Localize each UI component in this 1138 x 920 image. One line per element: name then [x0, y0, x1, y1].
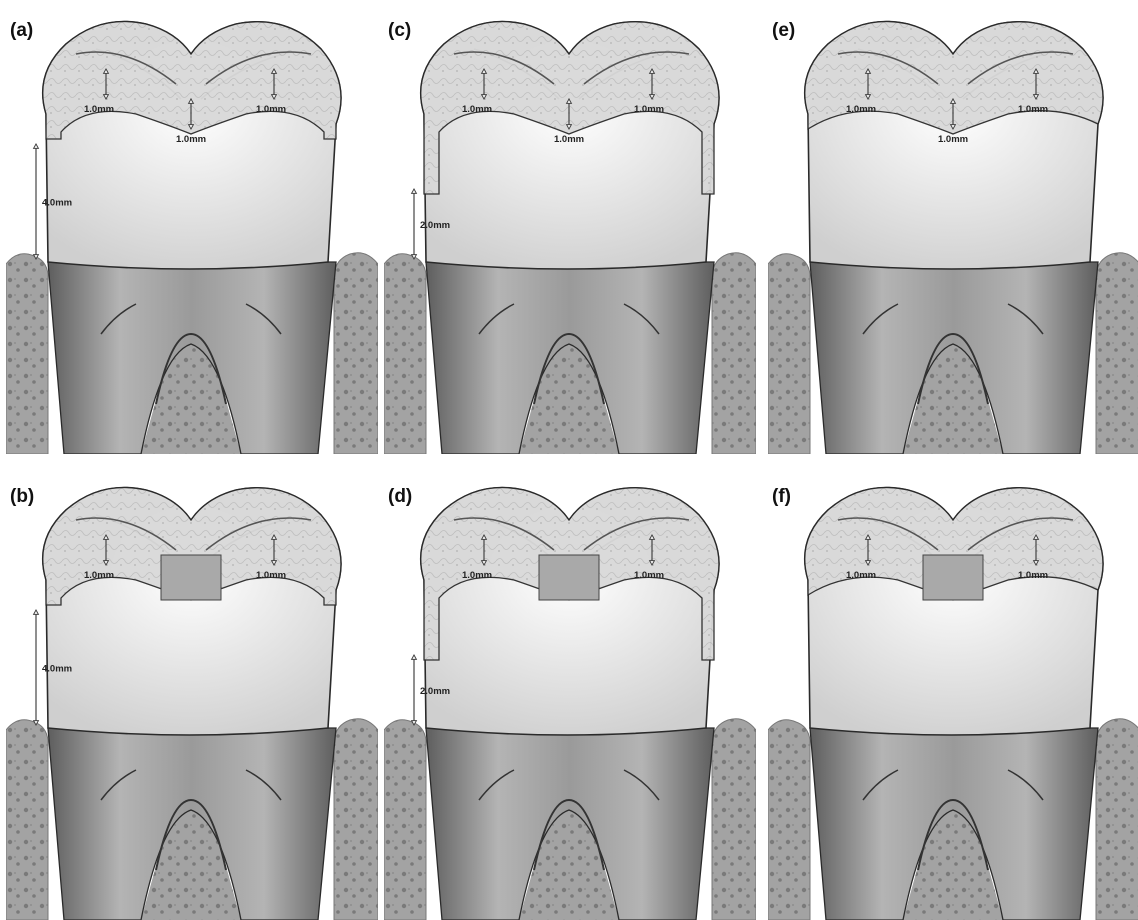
thickness-label-left: 1.0mm: [462, 104, 492, 115]
panel-d: (d) 1.0mm 1.0mm 2.0mm: [384, 470, 756, 920]
height-label: 4.0mm: [42, 198, 72, 209]
panel-e: (e) 1.0mm 1.0mm 1.0mm: [768, 4, 1138, 454]
height-arrow: [34, 610, 39, 725]
panel-label: (a): [10, 20, 33, 42]
gum-right: [1096, 719, 1138, 920]
gum-left: [768, 720, 810, 920]
gum-left: [768, 254, 810, 454]
panel-b: (b) 1.0mm 1.0mm 4.0mm: [6, 470, 378, 920]
gum-right: [712, 253, 756, 454]
thickness-label-center: 1.0mm: [554, 134, 584, 145]
height-arrow: [34, 144, 39, 259]
gum-right: [334, 719, 378, 920]
thickness-label-center: 1.0mm: [176, 134, 206, 145]
gum-left: [6, 720, 48, 920]
thickness-label-left: 1.0mm: [84, 104, 114, 115]
inlay-block: [923, 555, 983, 600]
thickness-label-right: 1.0mm: [256, 570, 286, 581]
thickness-label-left: 1.0mm: [846, 570, 876, 581]
panel-f: (f) 1.0mm 1.0mm: [768, 470, 1138, 920]
inlay-block: [539, 555, 599, 600]
panel-label: (e): [772, 20, 795, 42]
thickness-label-right: 1.0mm: [634, 570, 664, 581]
gum-right: [712, 719, 756, 920]
thickness-label-right: 1.0mm: [256, 104, 286, 115]
gum-right: [334, 253, 378, 454]
tooth-illustration: 1.0mm 1.0mm 1.0mm 4.0mm: [6, 4, 378, 454]
thickness-label-center: 1.0mm: [938, 134, 968, 145]
tooth-illustration: 1.0mm 1.0mm: [768, 470, 1138, 920]
gum-left: [384, 254, 426, 454]
height-label: 2.0mm: [420, 220, 450, 231]
thickness-label-left: 1.0mm: [84, 570, 114, 581]
panel-label: (b): [10, 486, 34, 508]
gum-left: [6, 254, 48, 454]
height-arrow: [412, 189, 417, 259]
panel-c: (c) 1.0mm 1.0mm 1.0mm 2.0mm: [384, 4, 756, 454]
tooth-illustration: 1.0mm 1.0mm 2.0mm: [384, 470, 756, 920]
panel-label: (d): [388, 486, 412, 508]
height-arrow: [412, 655, 417, 725]
thickness-label-left: 1.0mm: [462, 570, 492, 581]
thickness-label-right: 1.0mm: [1018, 570, 1048, 581]
thickness-label-right: 1.0mm: [1018, 104, 1048, 115]
thickness-label-right: 1.0mm: [634, 104, 664, 115]
panel-label: (c): [388, 20, 411, 42]
height-label: 4.0mm: [42, 664, 72, 675]
panel-a: (a) 1.0mm 1.0mm 1.0mm 4.0mm: [6, 4, 378, 454]
tooth-illustration: 1.0mm 1.0mm 4.0mm: [6, 470, 378, 920]
thickness-label-left: 1.0mm: [846, 104, 876, 115]
height-label: 2.0mm: [420, 686, 450, 697]
inlay-block: [161, 555, 221, 600]
panel-label: (f): [772, 486, 791, 508]
tooth-illustration: 1.0mm 1.0mm 1.0mm: [768, 4, 1138, 454]
gum-right: [1096, 253, 1138, 454]
tooth-illustration: 1.0mm 1.0mm 1.0mm 2.0mm: [384, 4, 756, 454]
gum-left: [384, 720, 426, 920]
